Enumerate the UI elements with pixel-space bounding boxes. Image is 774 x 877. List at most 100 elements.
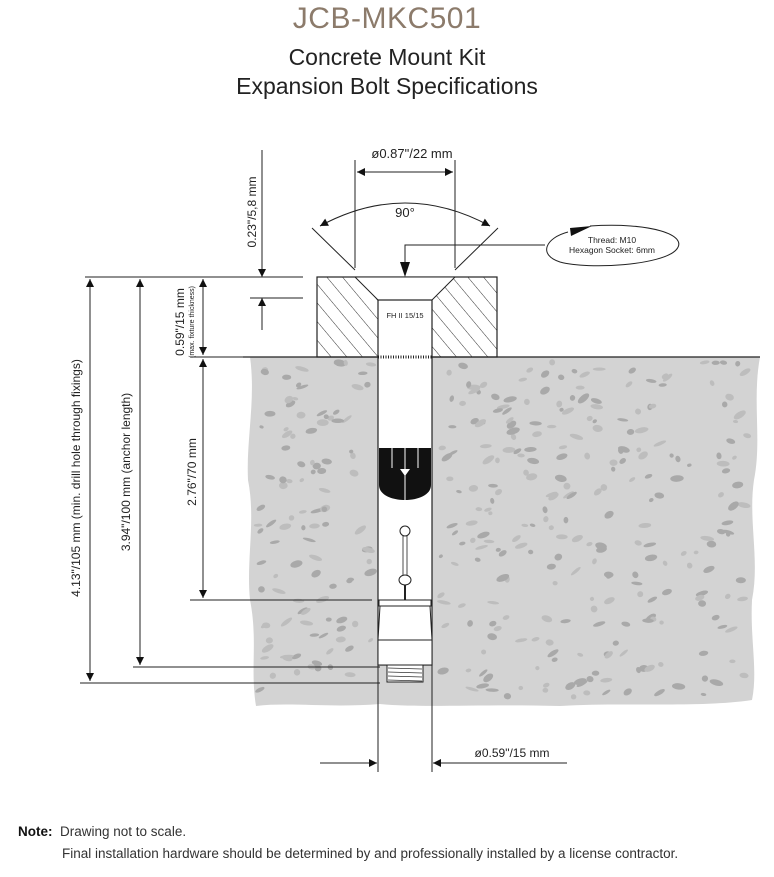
- aggregate-stone: [474, 419, 487, 428]
- aggregate-stone: [716, 452, 722, 460]
- aggregate-stone: [586, 676, 594, 683]
- aggregate-stone: [321, 458, 332, 465]
- aggregate-stone: [618, 448, 624, 454]
- aggregate-stone: [343, 359, 348, 366]
- aggregate-stone: [502, 407, 512, 415]
- aggregate-stone: [636, 666, 642, 674]
- aggregate-stone: [648, 497, 654, 503]
- aggregate-stone: [502, 447, 516, 453]
- aggregate-stone: [632, 571, 639, 579]
- aggregate-stone: [543, 516, 549, 523]
- aggregate-stone: [619, 458, 626, 464]
- aggregate-stone: [546, 563, 556, 570]
- countersink-angle-label: 90°: [395, 205, 415, 220]
- aggregate-stone: [716, 460, 730, 467]
- aggregate-stone: [532, 431, 542, 438]
- aggregate-stone: [644, 664, 655, 672]
- aggregate-stone: [296, 384, 309, 390]
- aggregate-stone: [446, 476, 454, 482]
- aggregate-stone: [721, 401, 728, 408]
- aggregate-stone: [256, 560, 267, 566]
- aggregate-stone: [548, 492, 559, 501]
- subtitle-line-2: Expansion Bolt Specifications: [236, 73, 538, 99]
- aggregate-stone: [526, 367, 534, 373]
- aggregate-stone: [548, 525, 554, 531]
- aggregate-stone: [336, 625, 346, 632]
- aggregate-stone: [699, 360, 710, 365]
- aggregate-stone: [326, 648, 334, 655]
- aggregate-stone: [496, 404, 510, 410]
- aggregate-stone: [566, 491, 577, 500]
- aggregate-stone: [483, 673, 494, 683]
- aggregate-stone: [658, 383, 667, 387]
- aggregate-stone: [700, 535, 715, 541]
- aggregate-stone: [739, 368, 751, 377]
- aggregate-stone: [316, 419, 329, 426]
- aggregate-stone: [573, 678, 587, 685]
- aggregate-stone: [318, 487, 331, 493]
- aggregate-stone: [305, 427, 318, 434]
- aggregate-stone: [489, 620, 497, 627]
- aggregate-stone: [561, 407, 575, 415]
- aggregate-stone: [706, 540, 717, 548]
- aggregate-stone: [693, 550, 699, 555]
- aggregate-stone: [570, 566, 581, 576]
- aggregate-stone: [503, 693, 512, 700]
- aggregate-stone: [698, 650, 709, 656]
- aggregate-stone: [333, 359, 347, 367]
- aggregate-stone: [448, 425, 457, 429]
- aggregate-stone: [629, 477, 636, 482]
- aggregate-stone: [364, 568, 377, 577]
- aggregate-stone: [595, 542, 607, 550]
- aggregate-stone: [279, 654, 294, 659]
- aggregate-stone: [602, 689, 611, 696]
- aggregate-stone: [687, 463, 692, 467]
- aggregate-stone: [258, 586, 265, 593]
- anchor-bolt: FH II 15/15: [377, 299, 433, 683]
- aggregate-stone: [711, 360, 720, 365]
- aggregate-stone: [437, 667, 449, 675]
- aggregate-stone: [590, 398, 602, 404]
- aggregate-stone: [321, 506, 328, 512]
- aggregate-stone: [717, 624, 728, 629]
- aggregate-stone: [711, 614, 720, 621]
- aggregate-stone: [545, 491, 558, 498]
- aggregate-stone: [729, 659, 736, 664]
- aggregate-stone: [733, 410, 746, 420]
- aggregate-stone: [446, 522, 458, 529]
- aggregate-stone: [609, 459, 618, 466]
- aggregate-stone: [358, 371, 368, 376]
- aggregate-stone: [586, 541, 593, 547]
- aggregate-stone: [577, 652, 584, 657]
- aggregate-stone: [281, 430, 293, 439]
- countersink-diameter-dim: [354, 160, 456, 268]
- aggregate-stone: [485, 688, 499, 692]
- aggregate-stone: [634, 540, 642, 546]
- aggregate-stone: [563, 516, 569, 524]
- aggregate-stone: [335, 636, 346, 643]
- aggregate-stone: [725, 626, 738, 633]
- aggregate-stone: [300, 620, 314, 626]
- aggregate-stone: [481, 649, 487, 655]
- aggregate-stone: [645, 378, 657, 383]
- aggregate-stone: [316, 410, 328, 417]
- head-depth-label: 0.23"/5,8 mm: [245, 177, 259, 248]
- aggregate-stone: [298, 510, 307, 514]
- aggregate-stone: [467, 620, 473, 627]
- aggregate-stone: [366, 558, 372, 565]
- aggregate-stone: [288, 515, 295, 521]
- aggregate-stone: [577, 393, 590, 404]
- aggregate-stone: [592, 424, 603, 432]
- aggregate-stone: [261, 644, 274, 653]
- aggregate-stone: [510, 433, 517, 440]
- aggregate-stone: [642, 618, 654, 623]
- aggregate-stone: [265, 474, 275, 480]
- aggregate-stone: [346, 578, 353, 584]
- aggregate-stone: [558, 445, 568, 450]
- aggregate-stone: [322, 521, 330, 527]
- aggregate-stone: [579, 371, 590, 378]
- aggregate-stone: [600, 677, 613, 683]
- aggregate-stone: [695, 590, 709, 597]
- aggregate-stone: [327, 415, 335, 421]
- aggregate-stone: [654, 689, 665, 697]
